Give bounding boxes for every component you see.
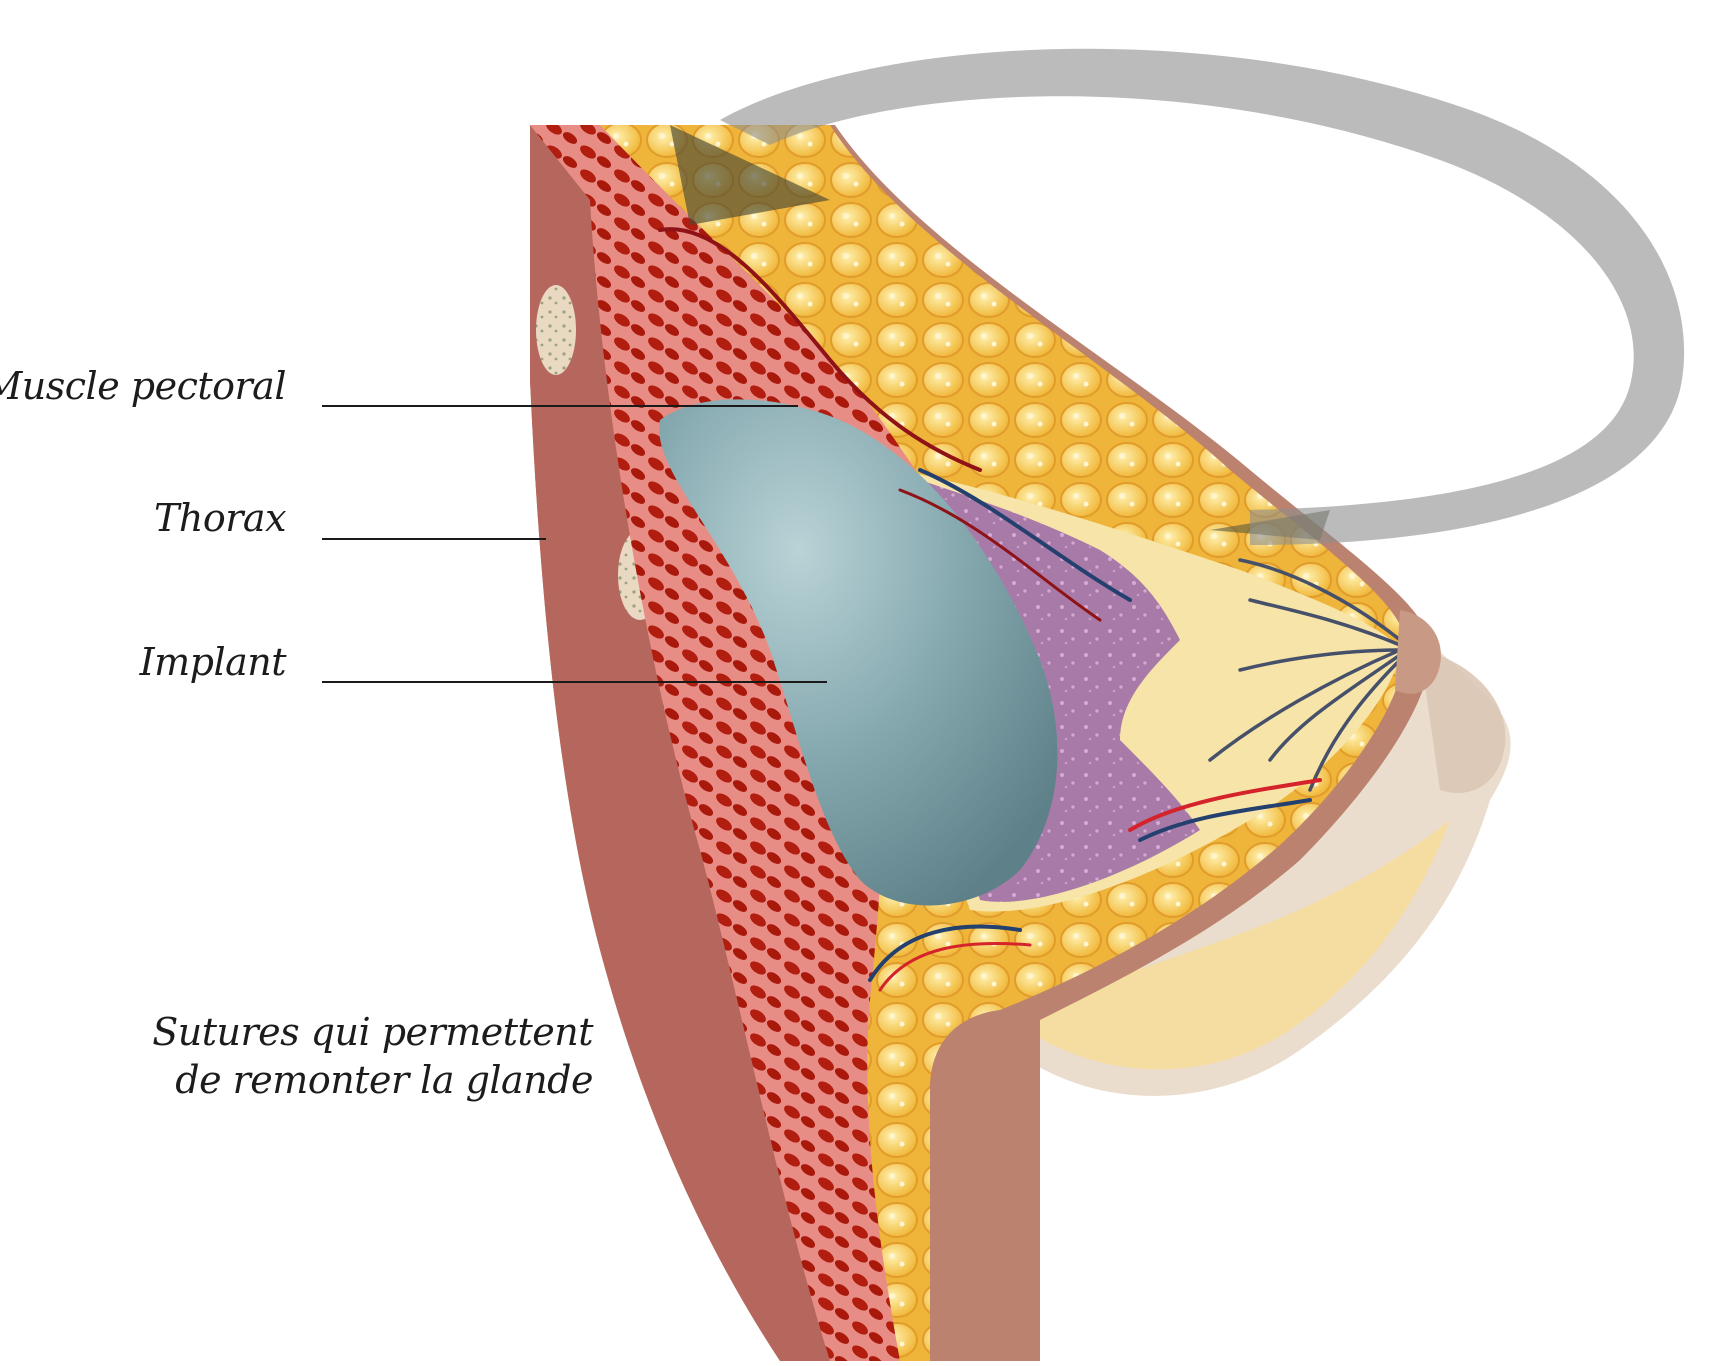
label-sutures-line1: Sutures qui permettent bbox=[152, 1008, 593, 1056]
rib bbox=[536, 285, 576, 375]
label-sutures: Sutures qui permettent de remonter la gl… bbox=[152, 1008, 593, 1104]
label-implant: Implant bbox=[140, 640, 286, 684]
leader-line-muscle-pectoral bbox=[322, 405, 798, 407]
label-thorax: Thorax bbox=[154, 496, 286, 540]
leader-line-thorax bbox=[322, 538, 546, 540]
label-sutures-line2: de remonter la glande bbox=[152, 1056, 593, 1104]
label-muscle-pectoral: Muscle pectoral bbox=[0, 364, 286, 408]
leader-line-implant bbox=[322, 681, 827, 683]
